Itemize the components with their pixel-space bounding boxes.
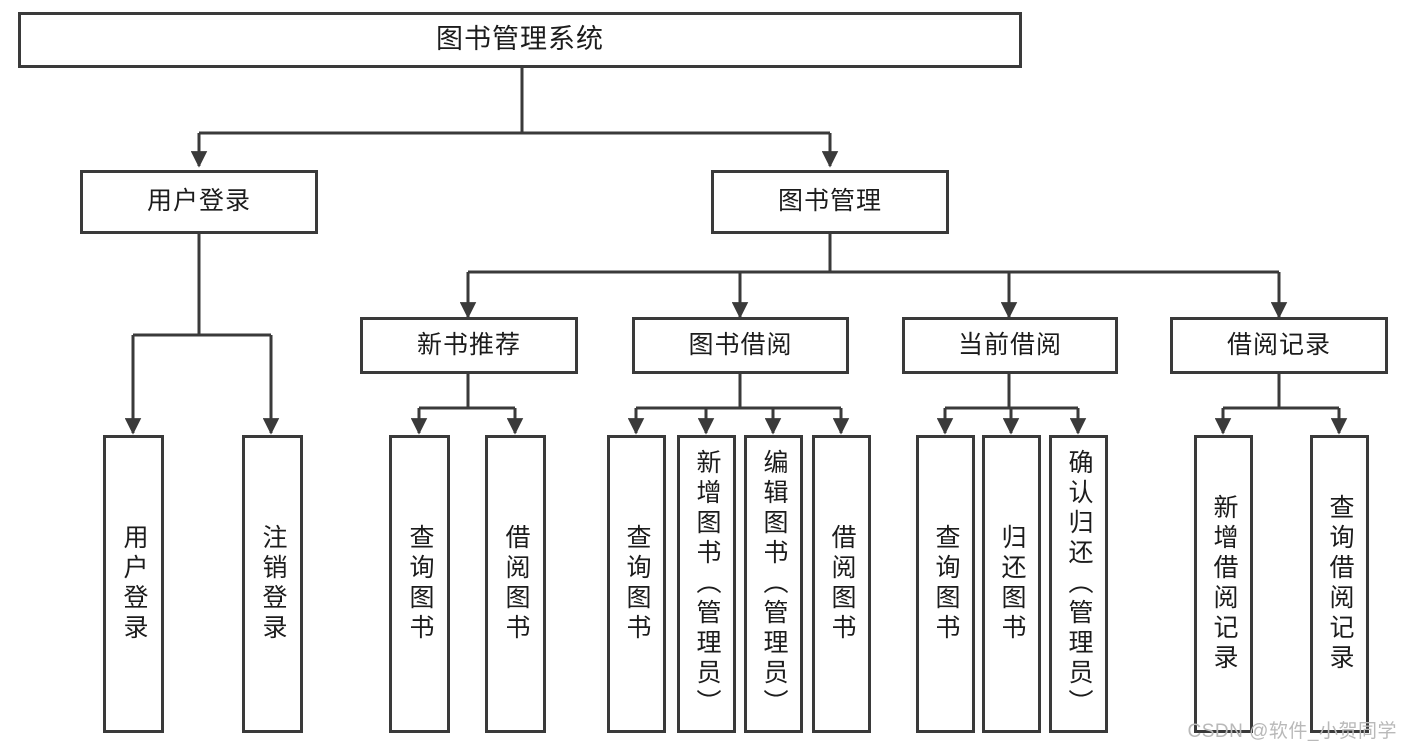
node-root-system[interactable]: 图书管理系统	[18, 12, 1022, 68]
leaf-current-borrow-confirm-return-label: 确认归还（管理员）	[1065, 449, 1093, 719]
node-root-system-label: 图书管理系统	[436, 24, 604, 55]
leaf-book-borrow-query[interactable]: 查询图书	[607, 435, 666, 733]
node-current-borrow-label: 当前借阅	[957, 330, 1062, 359]
leaf-user-login-signin-label: 用户登录	[120, 524, 148, 644]
node-new-book-recommend[interactable]: 新书推荐	[360, 317, 578, 374]
watermark: CSDN @软件_小贺同学	[1188, 716, 1397, 743]
leaf-borrow-record-query-label: 查询借阅记录	[1326, 494, 1354, 674]
leaf-current-borrow-query[interactable]: 查询图书	[916, 435, 975, 733]
node-current-borrow[interactable]: 当前借阅	[902, 317, 1118, 374]
node-user-login[interactable]: 用户登录	[80, 170, 318, 234]
leaf-current-borrow-confirm-return[interactable]: 确认归还（管理员）	[1049, 435, 1108, 733]
leaf-book-borrow-add[interactable]: 新增图书（管理员）	[677, 435, 736, 733]
node-new-book-recommend-label: 新书推荐	[416, 330, 521, 359]
leaf-user-login-signout[interactable]: 注销登录	[242, 435, 303, 733]
leaf-user-login-signin[interactable]: 用户登录	[103, 435, 164, 733]
leaf-book-borrow-query-label: 查询图书	[623, 524, 651, 644]
watermark-text: CSDN @软件_小贺同学	[1187, 721, 1397, 742]
leaf-book-borrow-edit-label: 编辑图书（管理员）	[760, 449, 788, 719]
leaf-book-borrow-edit[interactable]: 编辑图书（管理员）	[744, 435, 803, 733]
leaf-new-book-query-label: 查询图书	[406, 524, 434, 644]
leaf-borrow-record-query[interactable]: 查询借阅记录	[1310, 435, 1369, 733]
node-book-borrow-label: 图书借阅	[688, 330, 793, 359]
leaf-current-borrow-return-label: 归还图书	[998, 524, 1026, 644]
leaf-current-borrow-return[interactable]: 归还图书	[982, 435, 1041, 733]
node-book-borrow[interactable]: 图书借阅	[632, 317, 849, 374]
node-user-login-label: 用户登录	[146, 187, 251, 216]
node-borrow-record[interactable]: 借阅记录	[1170, 317, 1388, 374]
leaf-book-borrow-lend[interactable]: 借阅图书	[812, 435, 871, 733]
leaf-user-login-signout-label: 注销登录	[259, 524, 287, 644]
node-book-management-label: 图书管理	[777, 187, 882, 216]
leaf-book-borrow-lend-label: 借阅图书	[828, 524, 856, 644]
leaf-new-book-borrow-label: 借阅图书	[502, 524, 530, 644]
node-book-management[interactable]: 图书管理	[711, 170, 949, 234]
leaf-borrow-record-add[interactable]: 新增借阅记录	[1194, 435, 1253, 733]
leaf-new-book-query[interactable]: 查询图书	[389, 435, 450, 733]
leaf-new-book-borrow[interactable]: 借阅图书	[485, 435, 546, 733]
leaf-current-borrow-query-label: 查询图书	[932, 524, 960, 644]
node-borrow-record-label: 借阅记录	[1226, 330, 1331, 359]
leaf-book-borrow-add-label: 新增图书（管理员）	[693, 449, 721, 719]
leaf-borrow-record-add-label: 新增借阅记录	[1210, 494, 1238, 674]
